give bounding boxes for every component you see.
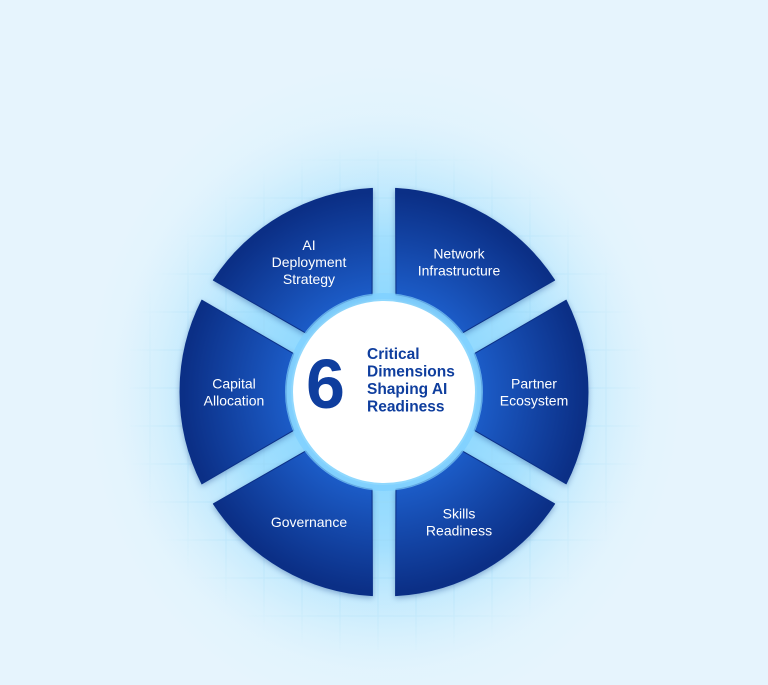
- wedge-label-line: Readiness: [426, 522, 492, 538]
- center-ring-glow: [285, 293, 483, 491]
- center-caption-line: Readiness: [367, 399, 445, 416]
- wedge-label-governance: Governance: [271, 514, 347, 530]
- wedge-label-line: Infrastructure: [418, 263, 501, 279]
- wedge-label-line: Capital: [212, 376, 256, 392]
- center-caption-line: Shaping AI: [367, 381, 447, 398]
- center-caption-line: Critical: [367, 346, 420, 363]
- wedge-label-line: Partner: [511, 376, 557, 392]
- wedge-label-line: Skills: [443, 505, 476, 521]
- center-caption: Critical Dimensions Shaping AI Readiness: [367, 346, 459, 416]
- wedge-label-line: Governance: [271, 514, 347, 530]
- center-caption-line: Dimensions: [367, 364, 455, 381]
- wedge-label-line: Allocation: [204, 393, 265, 409]
- wedge-label-line: Network: [433, 246, 485, 262]
- wedge-label-line: AI: [302, 237, 315, 253]
- center-number: 6: [306, 345, 345, 423]
- wedge-label-line: Ecosystem: [500, 393, 568, 409]
- center-circle: [293, 301, 475, 483]
- wedge-label-line: Deployment: [272, 254, 347, 270]
- wedge-label-line: Strategy: [283, 271, 335, 287]
